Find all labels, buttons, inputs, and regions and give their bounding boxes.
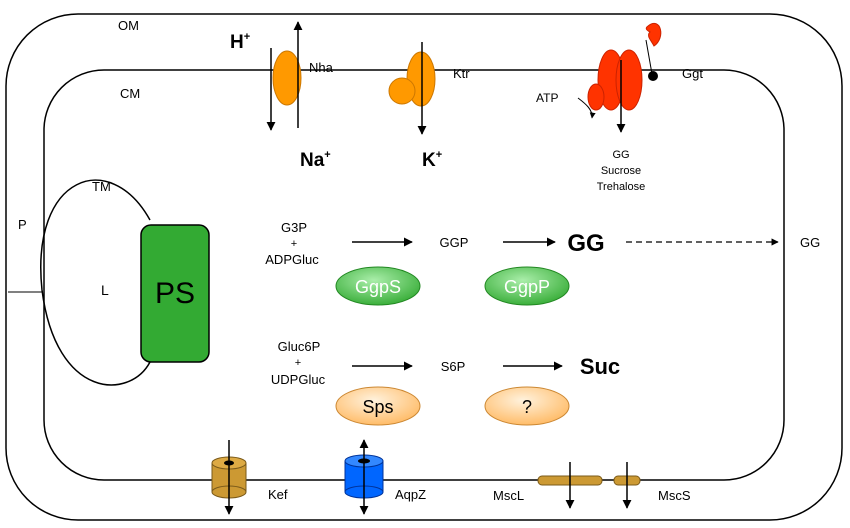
gg-plus-label: + bbox=[291, 238, 297, 250]
outer-membrane bbox=[5, 13, 843, 521]
gg-substrate-label: GG bbox=[612, 149, 629, 161]
ggp-label: GGP bbox=[440, 235, 469, 250]
atp-arrow bbox=[577, 97, 596, 119]
udpgluc-label: UDPGluc bbox=[271, 372, 326, 387]
thylakoid-membrane bbox=[40, 179, 151, 386]
gg-exported-label: GG bbox=[800, 235, 820, 250]
s6p-label: S6P bbox=[441, 359, 466, 374]
atp-label: ATP bbox=[536, 91, 558, 105]
ggt-anchor-dot bbox=[648, 71, 658, 81]
gg-product-label: GG bbox=[567, 230, 604, 257]
aqpz-label: AqpZ bbox=[395, 487, 426, 502]
adpgluc-label: ADPGluc bbox=[265, 252, 319, 267]
h-ion-label: H+ bbox=[230, 31, 250, 53]
l-label: L bbox=[101, 282, 109, 298]
suc-product-label: Suc bbox=[580, 354, 620, 379]
unknown-enzyme-label: ? bbox=[522, 397, 532, 417]
trehalose-substrate-label: Trehalose bbox=[597, 181, 646, 193]
mscs-label: MscS bbox=[658, 488, 691, 503]
tm-label: TM bbox=[92, 179, 111, 194]
p-label: P bbox=[18, 217, 27, 232]
mscl-label: MscL bbox=[493, 488, 524, 503]
cm-label: CM bbox=[120, 86, 140, 101]
k-ion-label: K+ bbox=[422, 149, 442, 171]
sps-label: Sps bbox=[362, 397, 393, 417]
na-ion-label: Na+ bbox=[300, 149, 331, 171]
ktr-label: Ktr bbox=[453, 66, 470, 81]
photosystem-box bbox=[140, 224, 210, 363]
sucrose-substrate-label: Sucrose bbox=[601, 165, 641, 177]
ggpp-enzyme bbox=[484, 266, 570, 306]
ggt-atpase-subunit bbox=[587, 83, 605, 111]
gluc6p-label: Gluc6P bbox=[278, 339, 321, 354]
ggt-binding-protein bbox=[645, 23, 662, 47]
ktr-subunit bbox=[388, 77, 416, 105]
nha-transporter bbox=[272, 50, 302, 106]
nha-label: Nha bbox=[309, 60, 334, 75]
kef-label: Kef bbox=[268, 487, 288, 502]
unknown-enzyme bbox=[484, 386, 570, 426]
g3p-label: G3P bbox=[281, 220, 307, 235]
suc-plus-label: + bbox=[295, 357, 301, 369]
photosystem-label: PS bbox=[155, 277, 195, 310]
ggt-label: Ggt bbox=[682, 66, 703, 81]
sps-enzyme bbox=[335, 386, 421, 426]
ggps-enzyme bbox=[335, 266, 421, 306]
ggpp-label: GgpP bbox=[504, 277, 550, 297]
om-label: OM bbox=[118, 18, 139, 33]
ggps-label: GgpS bbox=[355, 277, 401, 297]
ggt-transporter-right bbox=[615, 49, 643, 111]
ggt-anchor-line bbox=[645, 39, 653, 75]
